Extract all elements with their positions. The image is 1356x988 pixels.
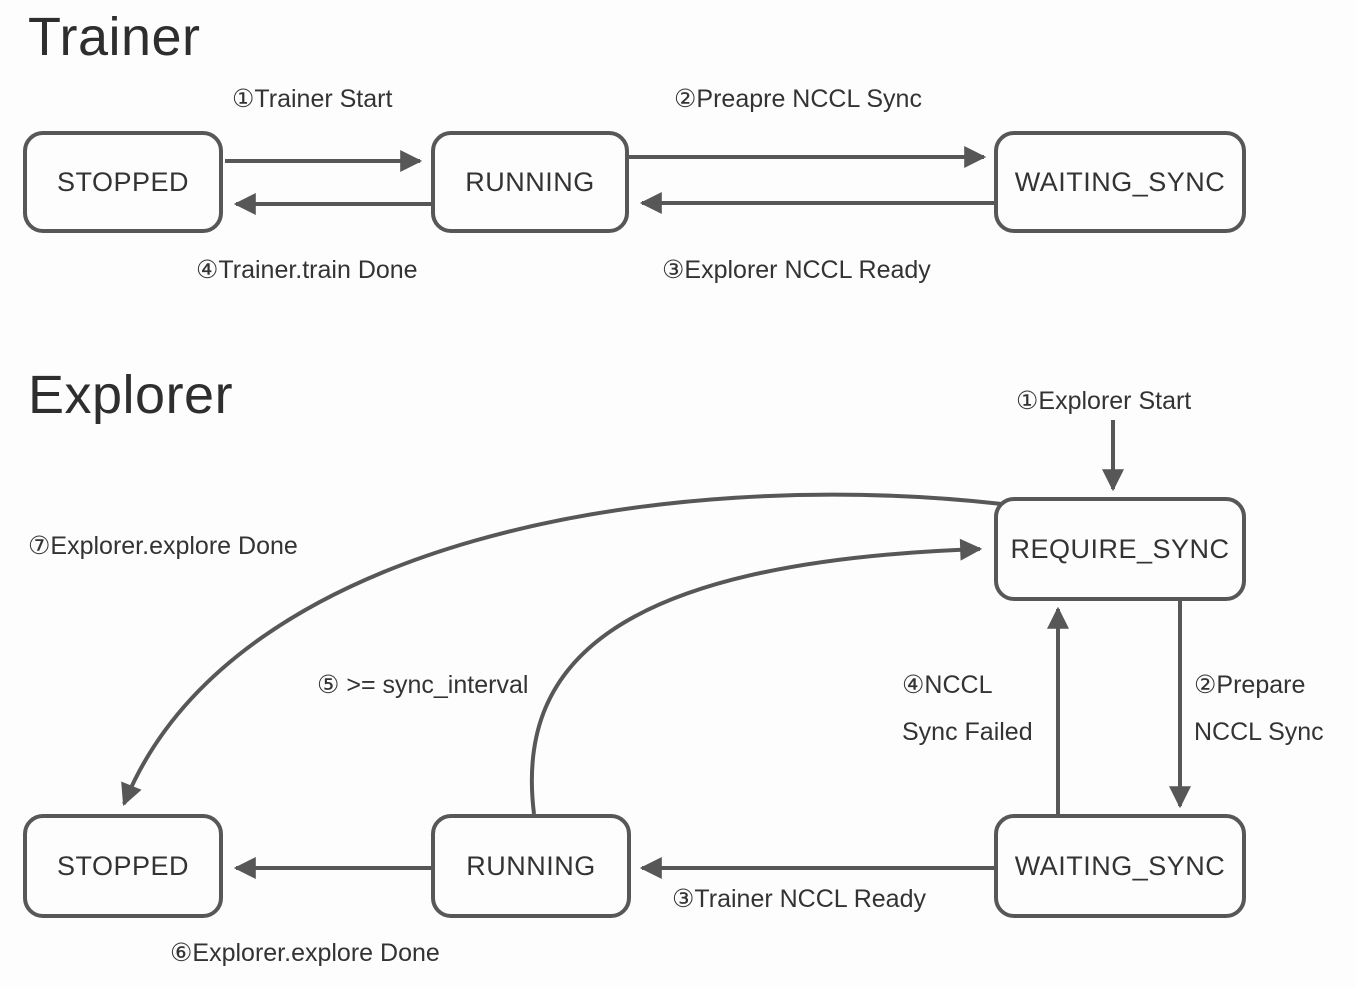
trainer-section-title: Trainer bbox=[28, 7, 201, 67]
explorer-edge-label-prepare-line1: ②Prepare bbox=[1194, 671, 1306, 699]
explorer-state-require-sync: REQUIRE_SYNC bbox=[994, 497, 1246, 601]
explorer-edge-label-sync-failed-line2: Sync Failed bbox=[902, 718, 1033, 746]
trainer-edge-label-train-done: ④Trainer.train Done bbox=[196, 256, 418, 284]
explorer-state-waiting-sync: WAITING_SYNC bbox=[994, 814, 1246, 918]
explorer-section-title: Explorer bbox=[28, 365, 234, 425]
explorer-edge-label-sync-interval: ⑤ >= sync_interval bbox=[317, 671, 529, 699]
explorer-edge-label-explore-done-7: ⑦Explorer.explore Done bbox=[28, 532, 298, 560]
arrow-explorer-requiresync-to-stopped-curve bbox=[121, 492, 1003, 807]
explorer-state-waiting-sync-label: WAITING_SYNC bbox=[1014, 850, 1226, 881]
explorer-state-stopped-label: STOPPED bbox=[56, 850, 190, 881]
explorer-edge-label-trainer-nccl-ready: ③Trainer NCCL Ready bbox=[672, 885, 926, 913]
trainer-edge-label-start: ①Trainer Start bbox=[232, 85, 393, 113]
trainer-edge-label-explorer-nccl-ready: ③Explorer NCCL Ready bbox=[662, 256, 931, 284]
explorer-state-running-label: RUNNING bbox=[466, 850, 596, 881]
trainer-edge-label-prepare-nccl-sync: ②Preapre NCCL Sync bbox=[674, 85, 922, 113]
explorer-state-stopped: STOPPED bbox=[23, 814, 223, 918]
arrow-explorer-running-to-requiresync-curve bbox=[529, 538, 983, 815]
trainer-state-running-label: RUNNING bbox=[465, 166, 595, 197]
trainer-state-stopped-label: STOPPED bbox=[56, 166, 190, 197]
explorer-edge-label-start: ①Explorer Start bbox=[1016, 387, 1192, 415]
trainer-state-waiting-sync-label: WAITING_SYNC bbox=[1014, 166, 1226, 197]
explorer-edge-label-prepare-line2: NCCL Sync bbox=[1194, 718, 1324, 746]
explorer-edge-label-sync-failed-line1: ④NCCL bbox=[902, 671, 993, 699]
explorer-state-require-sync-label: REQUIRE_SYNC bbox=[1010, 533, 1230, 564]
trainer-state-waiting-sync: WAITING_SYNC bbox=[994, 131, 1246, 233]
trainer-state-running: RUNNING bbox=[431, 131, 629, 233]
explorer-edge-label-explore-done-6: ⑥Explorer.explore Done bbox=[170, 939, 440, 967]
explorer-state-running: RUNNING bbox=[431, 814, 631, 918]
trainer-state-stopped: STOPPED bbox=[23, 131, 223, 233]
